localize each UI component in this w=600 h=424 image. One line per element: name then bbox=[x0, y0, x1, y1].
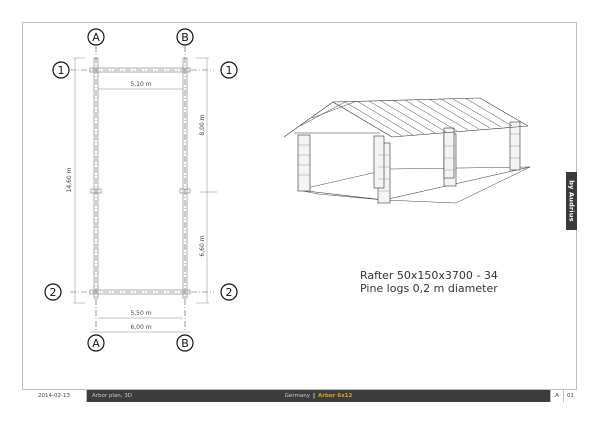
axis-bubble-b-bottom bbox=[176, 334, 194, 352]
dim-lower-span: 6,60 m bbox=[199, 235, 206, 256]
axis-bubble-2-left bbox=[44, 283, 62, 301]
post-pad-b-mid bbox=[179, 188, 191, 194]
title-block-separator: | bbox=[312, 393, 315, 399]
beam-a bbox=[93, 57, 99, 299]
dim-top-inner-width: 5,10 m bbox=[130, 81, 151, 88]
axis-label-a-top: A bbox=[92, 31, 100, 44]
title-block-sheet: 01 bbox=[563, 390, 577, 402]
dim-upper-span: 8,00 m bbox=[199, 114, 206, 135]
author-tab: by Audrius bbox=[566, 172, 577, 230]
title-block-revision: A bbox=[550, 390, 563, 402]
axis-label-2-left: 2 bbox=[50, 286, 57, 299]
dim-total-length: 14,60 m bbox=[66, 167, 73, 192]
axis-label-2-right: 2 bbox=[226, 286, 233, 299]
axis-label-1-right: 1 bbox=[226, 64, 233, 77]
title-block-description: Arbor plan, 3D bbox=[92, 393, 132, 399]
axis-label-1-left: 1 bbox=[58, 64, 65, 77]
post-pad-a-mid bbox=[90, 188, 102, 194]
axis-label-a-bottom: A bbox=[92, 337, 100, 350]
axis-bubble-1-left bbox=[52, 61, 70, 79]
axis-bubble-b-top bbox=[176, 28, 194, 46]
beam-1 bbox=[89, 67, 191, 73]
title-block-country: Germany bbox=[284, 393, 310, 399]
dim-bottom-inner-width: 5,50 m bbox=[130, 310, 151, 317]
beam-2 bbox=[89, 289, 191, 295]
title-block-project: Arbor 6x12 bbox=[317, 393, 353, 399]
axis-bubble-a-top bbox=[87, 28, 105, 46]
title-block: 2014-02-13 Arbor plan, 3D Germany | Arbo… bbox=[22, 389, 577, 402]
title-block-main: Arbor plan, 3D Germany | Arbor 6x12 bbox=[87, 390, 550, 402]
axis-bubble-a-bottom bbox=[87, 334, 105, 352]
floor-plan bbox=[44, 28, 238, 352]
axis-label-b-bottom: B bbox=[181, 337, 189, 350]
title-block-project-line: Germany | Arbor 6x12 bbox=[87, 393, 550, 399]
axis-bubble-2-right bbox=[220, 283, 238, 301]
axis-label-b-top: B bbox=[181, 31, 189, 44]
axis-bubble-1-right bbox=[220, 61, 238, 79]
dim-bottom-outer-width: 6,00 m bbox=[130, 324, 151, 331]
note-logs: Pine logs 0,2 m diameter bbox=[360, 282, 498, 295]
material-notes: Rafter 50x150x3700 - 34 Pine logs 0,2 m … bbox=[360, 269, 498, 295]
beam-b bbox=[182, 57, 188, 299]
title-block-date: 2014-02-13 bbox=[22, 390, 87, 402]
note-rafter: Rafter 50x150x3700 - 34 bbox=[360, 269, 498, 282]
arbor-3d-view bbox=[283, 97, 531, 204]
author-label: by Audrius bbox=[567, 180, 576, 222]
